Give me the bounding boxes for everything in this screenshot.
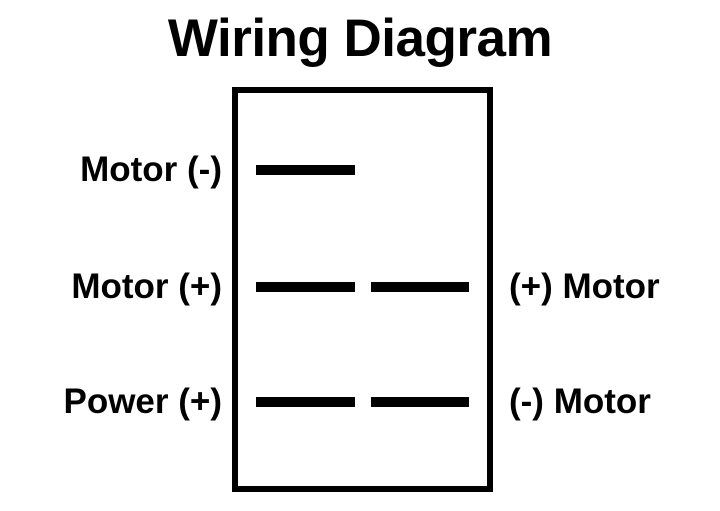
contact-bar-right-2 (371, 282, 469, 292)
terminal-label-right-3: (-) Motor (509, 382, 651, 421)
terminal-label-left-2: Motor (+) (71, 267, 222, 306)
terminal-row: Motor (+) (+) Motor (0, 265, 720, 309)
terminal-label-left-1: Motor (-) (80, 150, 222, 189)
contact-bar-right-3 (371, 397, 469, 407)
terminal-label-right-2: (+) Motor (509, 267, 660, 306)
terminal-row: Motor (-) (0, 148, 720, 192)
contact-bar-left-2 (256, 282, 355, 292)
terminal-label-left-3: Power (+) (63, 382, 222, 421)
terminal-row: Power (+) (-) Motor (0, 380, 720, 424)
contact-bar-left-1 (256, 165, 355, 175)
page-title: Wiring Diagram (167, 9, 553, 68)
contact-bar-left-3 (256, 397, 355, 407)
